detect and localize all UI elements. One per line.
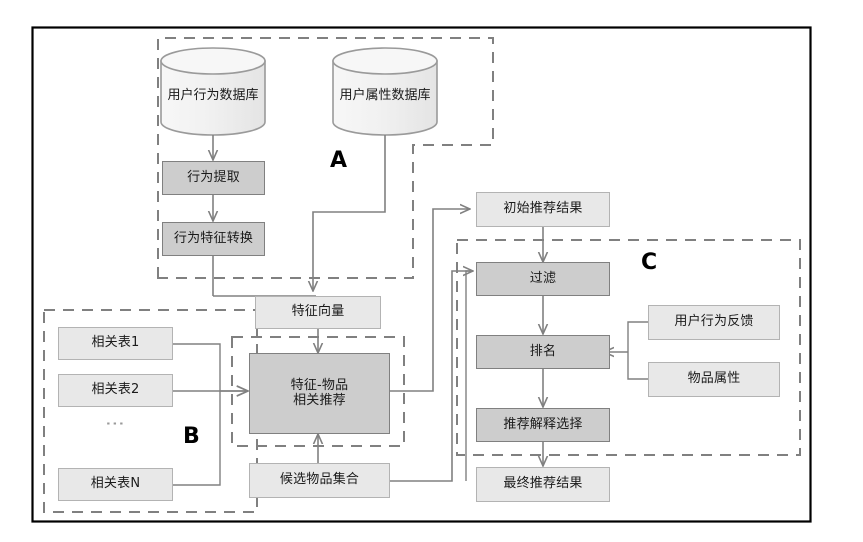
group-label-a: A: [330, 148, 348, 173]
node-explain-select[interactable]: 推荐解释选择: [476, 408, 610, 442]
node-ranking[interactable]: 排名: [476, 335, 610, 369]
node-related-table-n[interactable]: 相关表N: [58, 468, 173, 501]
node-filter[interactable]: 过滤: [476, 262, 610, 296]
edge-db-attribute-to-feature-vector: [313, 135, 386, 291]
node-related-table-2[interactable]: 相关表2: [58, 374, 173, 407]
group-label-b: B: [183, 424, 200, 449]
edge-table1-bus: [173, 343, 221, 391]
db-user-behavior-shape: [160, 47, 266, 136]
edge-candidate-to-filter: [390, 271, 473, 482]
db-user-attribute-shape: [332, 47, 438, 136]
edge-item-attr-bus: [627, 352, 648, 380]
edge-rec-to-initial-result: [390, 209, 470, 392]
group-label-c: C: [641, 250, 658, 275]
node-candidate-item-set[interactable]: 候选物品集合: [249, 463, 390, 498]
edge-final-feedback-loop: [465, 270, 473, 481]
related-table-ellipsis: ⋮: [104, 414, 126, 435]
edge-feedback-bus: [627, 321, 648, 352]
node-behavior-transform[interactable]: 行为特征转换: [162, 222, 265, 256]
group-c-dashed-boundary: [456, 239, 801, 456]
group-a-dashed-boundary: [157, 37, 494, 279]
node-behavior-extract[interactable]: 行为提取: [162, 161, 265, 195]
db-user-attribute-label: 用户属性数据库: [339, 88, 431, 103]
db-user-attribute: 用户属性数据库: [333, 84, 437, 104]
node-final-result[interactable]: 最终推荐结果: [476, 467, 610, 502]
node-initial-result[interactable]: 初始推荐结果: [476, 192, 610, 227]
db-user-behavior: 用户行为数据库: [161, 84, 265, 104]
node-related-table-1[interactable]: 相关表1: [58, 327, 173, 360]
edge-tablen-bus: [173, 391, 221, 486]
node-user-behavior-feedback[interactable]: 用户行为反馈: [648, 305, 780, 340]
node-item-attribute[interactable]: 物品属性: [648, 362, 780, 397]
db-user-behavior-label: 用户行为数据库: [167, 88, 259, 103]
node-feature-item-rec[interactable]: 特征-物品 相关推荐: [249, 353, 390, 434]
node-feature-vector[interactable]: 特征向量: [255, 296, 381, 329]
